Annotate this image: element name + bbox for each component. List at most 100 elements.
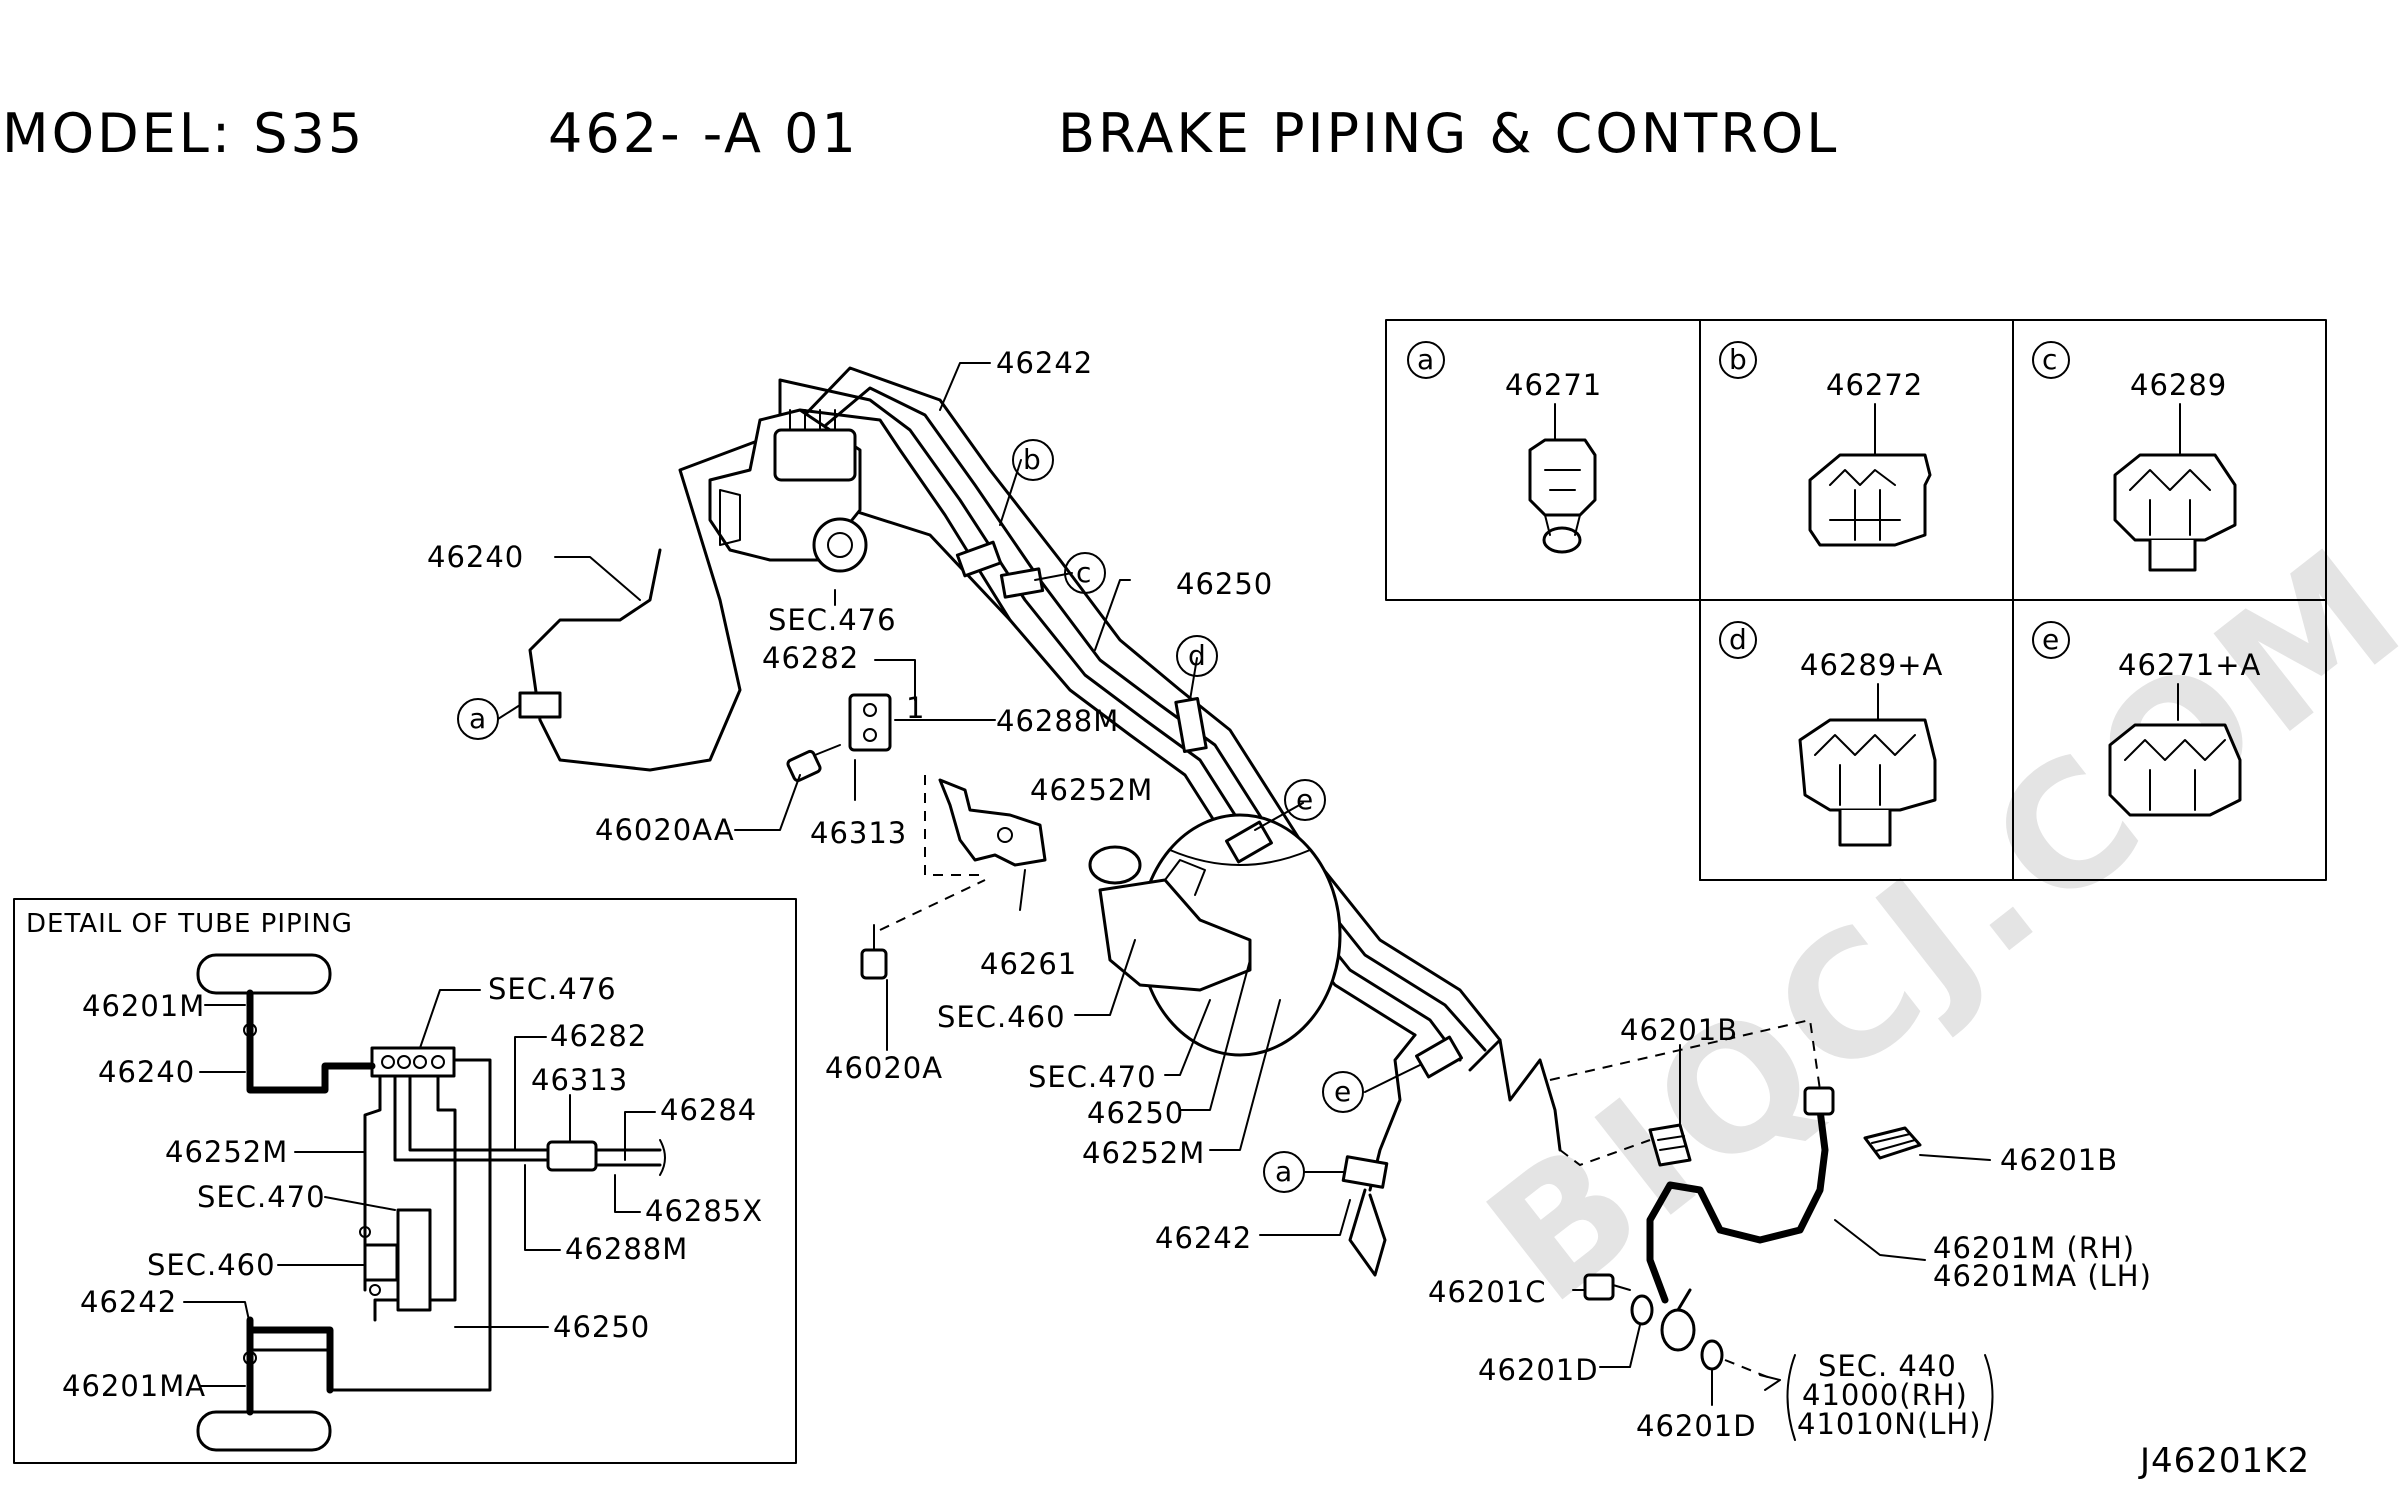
label-46240: 46240	[427, 540, 524, 574]
detail-master-cylinder	[363, 1243, 399, 1282]
clip-cell-d-letter: d	[1729, 623, 1747, 656]
label-sec470: SEC.470	[1028, 1060, 1157, 1094]
detail-frame	[13, 898, 797, 1464]
clip-cell-d: d 46289+A	[1719, 621, 1943, 847]
clip-46201B-right	[1863, 1126, 1922, 1160]
clip-46289-icon	[2113, 453, 2237, 572]
model-title: MODEL: S35	[2, 102, 365, 165]
clip-46201B-left	[1648, 1123, 1692, 1167]
clip-a-on-line	[518, 691, 562, 719]
diagram-title: BRAKE PIPING & CONTROL	[1058, 102, 1839, 165]
detail-label-46201M: 46201M	[82, 989, 205, 1023]
label-46282: 46282	[762, 641, 859, 675]
label-46201B-right: 46201B	[2000, 1143, 2118, 1177]
bracket-46261	[938, 778, 1047, 867]
detail-label-46201MA: 46201MA	[62, 1369, 206, 1403]
svg-text:e: e	[1296, 783, 1313, 816]
label-sec440-b: 41000(RH)	[1802, 1378, 1968, 1412]
label-marker-1: 1	[906, 691, 925, 725]
brake-hose-46201M	[1646, 1086, 1835, 1352]
clip-cell-d-part: 46289+A	[1800, 648, 1943, 682]
clip-cell-c-letter: c	[2042, 343, 2057, 376]
label-46288M: 46288M	[996, 704, 1119, 738]
clip-cell-e-part: 46271+A	[2118, 648, 2261, 682]
detail-title: DETAIL OF TUBE PIPING	[26, 909, 353, 939]
detail-front-wheel	[196, 953, 332, 995]
detail-label-46285X: 46285X	[645, 1194, 763, 1228]
label-46201MA: 46201MA (LH)	[1933, 1259, 2152, 1293]
detail-panel: DETAIL OF TUBE PIPING	[13, 898, 797, 1464]
detail-label-sec476: SEC.476	[488, 972, 617, 1006]
bolt-46201C	[1583, 1273, 1631, 1301]
detail-junction-46313	[546, 1140, 598, 1172]
label-46201D-b: 46201D	[1636, 1409, 1757, 1443]
detail-label-46252M: 46252M	[165, 1135, 288, 1169]
label-46201B-top: 46201B	[1620, 1013, 1738, 1047]
leader-lines	[497, 362, 1991, 1406]
clip-e-on-line	[1225, 820, 1273, 864]
clip-cell-a-letter: a	[1417, 343, 1434, 376]
label-sec440-a: SEC. 440	[1818, 1349, 1957, 1383]
washer-46201D-b	[1700, 1339, 1724, 1371]
clip-cell-a-part: 46271	[1505, 368, 1602, 402]
clip-46271A-icon	[2108, 723, 2242, 817]
svg-text:a: a	[469, 702, 486, 735]
detail-label-sec460: SEC.460	[147, 1248, 276, 1282]
clip-table: a 46271 b 46272 c 46289	[1385, 319, 2327, 881]
detail-proportioning-valve	[396, 1208, 432, 1312]
clip-cell-c: c 46289	[2032, 341, 2237, 572]
svg-text:a: a	[1275, 1155, 1292, 1188]
label-46252M-low: 46252M	[1082, 1136, 1205, 1170]
section-title: 462- -A 01	[548, 102, 859, 165]
detail-label-46242: 46242	[80, 1285, 177, 1319]
detail-label-46284: 46284	[660, 1093, 757, 1127]
detail-label-sec470: SEC.470	[197, 1180, 326, 1214]
label-46261: 46261	[980, 947, 1077, 981]
label-46250-low: 46250	[1087, 1096, 1184, 1130]
label-46313: 46313	[810, 816, 907, 850]
label-46252M-mid: 46252M	[1030, 773, 1153, 807]
clip-d-on-line	[1174, 696, 1208, 754]
clip-e2-on-line	[1415, 1035, 1463, 1079]
watermark: BIQCJ.COM	[1453, 508, 2400, 1341]
bolt-46020A	[860, 924, 888, 980]
drawing-code: J46201K2	[2138, 1441, 2310, 1481]
detail-label-46282: 46282	[550, 1019, 647, 1053]
clip-c-on-line	[999, 567, 1045, 599]
clip-cell-e-letter: e	[2042, 623, 2059, 656]
label-46201C: 46201C	[1428, 1275, 1547, 1309]
label-sec440-c: 41010N(LH)	[1797, 1407, 1982, 1441]
clip-46289A-icon	[1798, 718, 1937, 847]
label-46242-low: 46242	[1155, 1221, 1252, 1255]
master-cylinder-booster	[1088, 813, 1342, 1057]
clip-cell-a: a 46271	[1407, 341, 1602, 554]
svg-text:d: d	[1188, 639, 1206, 672]
washer-46201D-a	[1630, 1294, 1654, 1326]
clip-b-on-line	[955, 540, 1003, 578]
abs-actuator	[708, 408, 868, 573]
label-46020AA: 46020AA	[595, 813, 735, 847]
label-46242-top: 46242	[996, 346, 1093, 380]
label-sec460: SEC.460	[937, 1000, 1066, 1034]
clip-cell-b-letter: b	[1729, 343, 1747, 376]
detail-rear-wheel	[196, 1410, 332, 1452]
clip-cell-b-part: 46272	[1826, 368, 1923, 402]
label-46250-top: 46250	[1176, 567, 1273, 601]
svg-text:e: e	[1334, 1075, 1351, 1108]
clip-cell-e: e 46271+A	[2032, 621, 2261, 817]
brake-line-46242	[798, 366, 1502, 1072]
clip-cell-b: b 46272	[1719, 341, 1932, 547]
detail-label-46250: 46250	[553, 1310, 650, 1344]
svg-text:b: b	[1023, 443, 1041, 476]
page-header: MODEL: S35 462- -A 01 BRAKE PIPING & CON…	[2, 102, 1839, 165]
clip-46271-icon	[1528, 438, 1597, 554]
label-46201M: 46201M (RH)	[1933, 1231, 2135, 1265]
junction-46313	[848, 693, 892, 752]
main-assembly	[518, 366, 1922, 1391]
detail-label-46288M: 46288M	[565, 1232, 688, 1266]
main-callouts: a b c d e e a	[457, 439, 1364, 1193]
detail-label-46313: 46313	[531, 1063, 628, 1097]
main-labels: 46242 46240 SEC.476 46282 46288M 1 46020…	[427, 346, 2152, 1443]
label-46020A: 46020A	[825, 1051, 943, 1085]
